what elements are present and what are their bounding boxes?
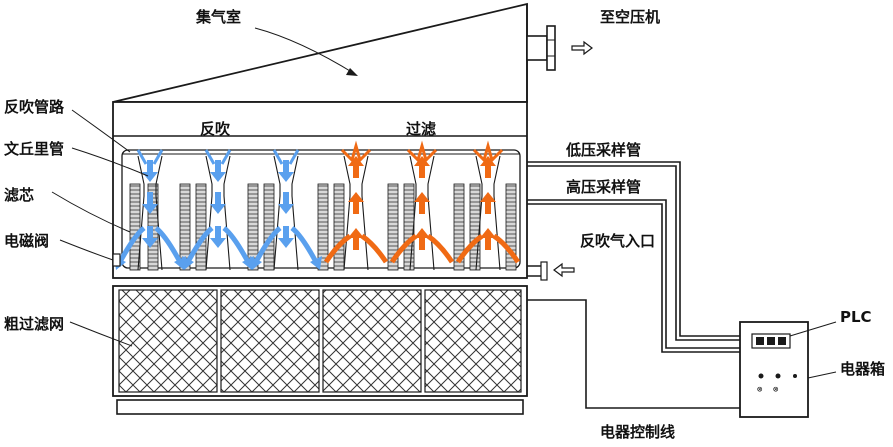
label-control-line: 电器控制线 [600, 423, 675, 441]
filter-core [263, 183, 275, 271]
filter-core [195, 183, 207, 271]
venturi-tube [409, 155, 435, 271]
filtering-unit [323, 140, 389, 271]
reverse-blow-unit [182, 149, 254, 271]
indicator-light [793, 374, 797, 378]
filter-core [453, 183, 465, 271]
leader-plc [789, 321, 837, 337]
label-electric-box: 电器箱 [840, 360, 885, 378]
filter-core [469, 183, 481, 271]
indicator-light [775, 373, 781, 379]
venturi-tube [475, 155, 501, 271]
low-pressure-sampling-pipe [527, 161, 740, 341]
outlet-flange [526, 25, 556, 71]
filter-core [505, 183, 517, 271]
label-venturi: 文丘里管 [4, 140, 64, 158]
gas-chamber [112, 2, 528, 103]
filter-core [179, 183, 191, 271]
reverse-flow-arrows [250, 149, 322, 270]
reverse-flow-arrows [182, 149, 254, 270]
filtering-unit [455, 140, 521, 271]
solenoid-valve [112, 253, 121, 267]
filter-flow-arrows [323, 140, 389, 264]
filter-units [114, 140, 521, 271]
filter-core [387, 183, 399, 271]
reverse-blow-unit [250, 149, 322, 271]
switch-mark: ⊗ [773, 385, 778, 395]
leader-venturi [71, 147, 149, 177]
label-coarse-mesh: 粗过滤网 [4, 315, 64, 333]
leader-gas-chamber [254, 27, 356, 75]
venturi-tube [343, 155, 369, 271]
label-reverse-pipe: 反吹管路 [4, 98, 65, 116]
filter-flow-arrows [389, 140, 455, 264]
coarse-mesh-panels [118, 289, 522, 393]
leader-solenoid [59, 239, 114, 261]
reverse-air-inlet-pipe [527, 261, 548, 281]
electric-control-line [527, 299, 740, 409]
filter-core [317, 183, 329, 271]
label-solenoid: 电磁阀 [4, 232, 49, 250]
filter-core [247, 183, 259, 271]
leader-lines [51, 27, 837, 379]
arrow-right-icon [571, 40, 593, 56]
filtering-unit [389, 140, 455, 271]
label-high-pressure-pipe: 高压采样管 [566, 178, 641, 196]
indicator-light [758, 373, 764, 379]
label-plc: PLC [840, 308, 872, 326]
leader-reverse-pipe [71, 109, 131, 153]
filter-core [403, 183, 415, 271]
leader-filter-core [51, 191, 131, 233]
filter-flow-arrows [455, 140, 521, 264]
label-gas-chamber: 集气室 [195, 8, 241, 26]
filter-core [129, 183, 141, 271]
leader-coarse-mesh [69, 321, 133, 347]
label-reverse-air-inlet: 反吹气入口 [580, 232, 655, 250]
leader-electric-box [807, 371, 837, 379]
high-pressure-sampling-pipe [527, 199, 740, 353]
arrow-left-icon [553, 262, 575, 278]
switch-mark: ⊗ [757, 385, 762, 395]
label-to-blower: 至空压机 [600, 8, 660, 26]
label-low-pressure-pipe: 低压采样管 [565, 141, 641, 159]
electric-box: ⊗ ⊗ [739, 321, 809, 418]
label-filtering: 过滤 [406, 120, 436, 138]
base-plinth [116, 399, 524, 415]
filter-core [333, 183, 345, 271]
label-reverse-blow: 反吹 [200, 120, 231, 138]
label-filter-core: 滤芯 [4, 186, 34, 204]
